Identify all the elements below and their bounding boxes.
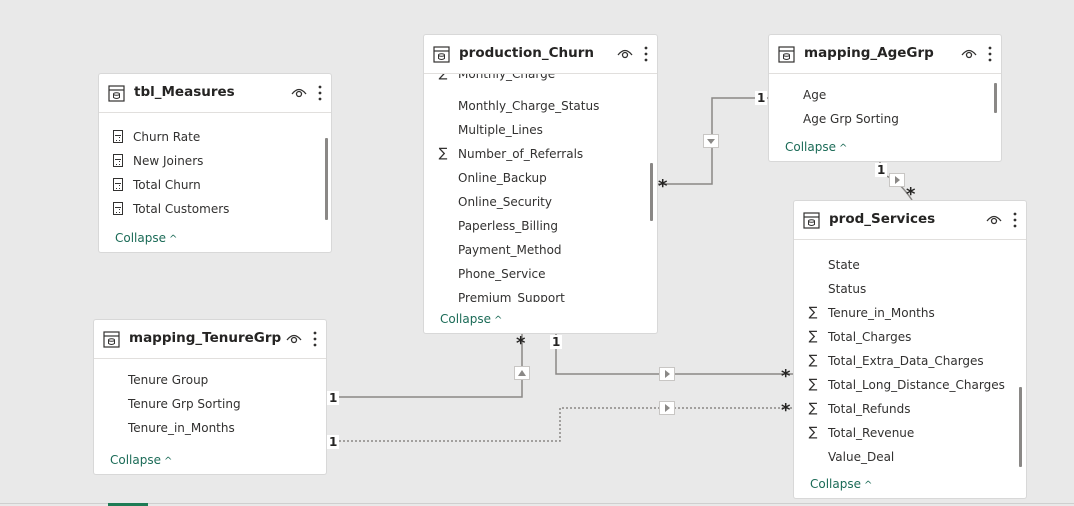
more-options-icon[interactable] xyxy=(987,46,993,62)
table-icon xyxy=(778,46,795,63)
more-options-icon[interactable] xyxy=(317,85,323,101)
more-options-icon[interactable] xyxy=(1012,212,1018,228)
scrollbar[interactable] xyxy=(650,163,653,221)
table-header[interactable]: mapping_TenureGrp xyxy=(94,320,326,359)
scrollbar[interactable] xyxy=(1019,387,1022,467)
cardinality-one: 1 xyxy=(550,335,563,349)
scrollbar[interactable] xyxy=(325,138,328,220)
filter-direction-right-icon[interactable] xyxy=(659,367,675,381)
cardinality-many: * xyxy=(906,184,916,205)
eye-icon[interactable] xyxy=(986,214,1002,226)
filter-direction-down-icon[interactable] xyxy=(703,134,719,148)
cardinality-one: 1 xyxy=(327,435,340,449)
chevron-up-icon: ^ xyxy=(169,234,178,245)
table-header[interactable]: mapping_AgeGrp xyxy=(769,35,1001,74)
filter-direction-right-icon[interactable] xyxy=(889,173,905,187)
calculator-icon xyxy=(113,178,123,191)
table-icon xyxy=(433,46,450,63)
table-card-mapping-agegrp[interactable]: mapping_AgeGrp Age Age Grp Sorting Colla… xyxy=(769,35,1001,161)
relationship-tenure-churn xyxy=(327,334,523,398)
table-title: tbl_Measures xyxy=(134,84,235,100)
cardinality-one: 1 xyxy=(875,163,888,177)
calculator-icon xyxy=(113,130,123,143)
eye-icon[interactable] xyxy=(291,87,307,99)
chevron-up-icon: ^ xyxy=(839,143,848,154)
table-title: mapping_AgeGrp xyxy=(804,45,934,61)
chevron-up-icon: ^ xyxy=(494,315,503,326)
field-list: ∑Monthly_Charge Monthly_Charge_Status Mu… xyxy=(424,74,657,302)
table-card-prod-services[interactable]: prod_Services State Status ∑Tenure_in_Mo… xyxy=(794,201,1026,498)
field-list: Age Age Grp Sorting xyxy=(803,88,899,126)
table-header[interactable]: production_Churn xyxy=(424,35,657,74)
field-list: Tenure Group Tenure Grp Sorting Tenure_i… xyxy=(128,373,241,435)
collapse-link[interactable]: Collapse^ xyxy=(810,477,873,491)
eye-icon[interactable] xyxy=(617,48,633,60)
cardinality-one: 1 xyxy=(755,91,768,105)
more-options-icon[interactable] xyxy=(312,331,318,347)
cardinality-many: * xyxy=(658,176,668,197)
calculator-icon xyxy=(113,202,123,215)
sigma-icon: ∑ xyxy=(808,329,818,344)
table-header[interactable]: prod_Services xyxy=(794,201,1026,240)
relationship-tenure-services-inactive xyxy=(327,407,793,442)
active-page-tab-indicator[interactable] xyxy=(108,503,148,506)
sigma-icon: ∑ xyxy=(438,146,448,161)
collapse-link[interactable]: Collapse^ xyxy=(110,453,173,467)
table-title: mapping_TenureGrp xyxy=(129,330,282,346)
table-title: production_Churn xyxy=(459,45,594,61)
sigma-icon: ∑ xyxy=(436,74,450,86)
table-icon xyxy=(103,331,120,348)
sigma-icon: ∑ xyxy=(808,425,818,440)
table-card-mapping-tenuregrp[interactable]: mapping_TenureGrp Tenure Group Tenure Gr… xyxy=(94,320,326,474)
table-card-tbl-measures[interactable]: tbl_Measures Churn Rate New Joiners Tota… xyxy=(99,74,331,252)
sigma-icon: ∑ xyxy=(808,305,818,320)
filter-direction-up-icon[interactable] xyxy=(514,366,530,380)
sigma-icon: ∑ xyxy=(808,401,818,416)
eye-icon[interactable] xyxy=(961,48,977,60)
eye-icon[interactable] xyxy=(286,333,302,345)
calculator-icon xyxy=(113,154,123,167)
chevron-up-icon: ^ xyxy=(864,480,873,491)
table-header[interactable]: tbl_Measures xyxy=(99,74,331,113)
collapse-link[interactable]: Collapse^ xyxy=(785,140,848,154)
page-tabs-divider xyxy=(0,503,1074,504)
table-title: prod_Services xyxy=(829,211,936,227)
field-list: Churn Rate New Joiners Total Churn Total… xyxy=(99,125,331,225)
chevron-up-icon: ^ xyxy=(164,456,173,467)
collapse-link[interactable]: Collapse^ xyxy=(440,312,503,326)
scrollbar[interactable] xyxy=(994,83,997,113)
cardinality-many: * xyxy=(516,333,526,354)
more-options-icon[interactable] xyxy=(643,46,649,62)
table-card-production-churn[interactable]: production_Churn ∑Monthly_Charge Monthly… xyxy=(424,35,657,333)
filter-direction-right-icon[interactable] xyxy=(659,401,675,415)
field-list: State Status ∑Tenure_in_Months ∑Total_Ch… xyxy=(794,253,1026,469)
sigma-icon: ∑ xyxy=(808,353,818,368)
cardinality-many: * xyxy=(781,400,791,421)
sigma-icon: ∑ xyxy=(808,377,818,392)
table-icon xyxy=(108,85,125,102)
table-icon xyxy=(803,212,820,229)
cardinality-many: * xyxy=(781,366,791,387)
cardinality-one: 1 xyxy=(327,391,340,405)
collapse-link[interactable]: Collapse^ xyxy=(115,231,178,245)
